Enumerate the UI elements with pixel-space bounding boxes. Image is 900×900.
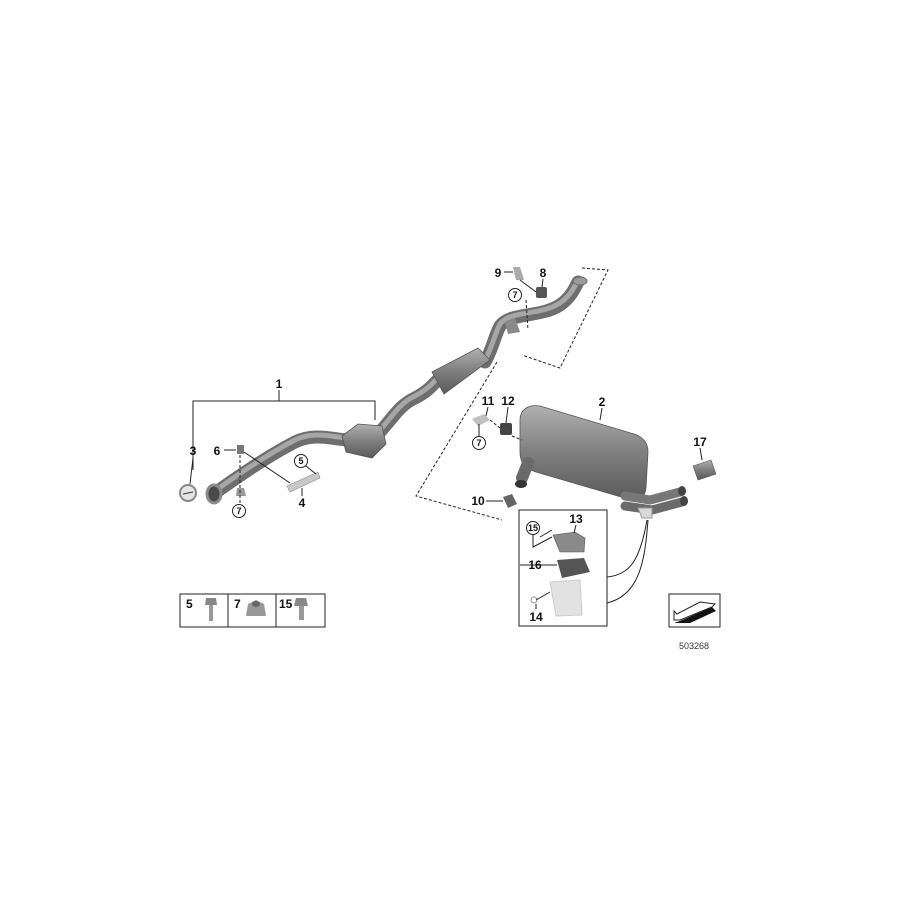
tailpipe-trim-part-17[interactable] [692, 459, 717, 481]
drawing-number: 503268 [679, 641, 709, 651]
legend-label-5[interactable]: 5 [186, 597, 193, 611]
bracket-part-4[interactable] [286, 471, 321, 493]
callout-4[interactable]: 4 [299, 496, 306, 510]
flap-housing [549, 579, 583, 617]
callout-15-circle [526, 521, 540, 535]
orientation-arrow-box [668, 593, 721, 628]
callout-16[interactable]: 16 [528, 558, 542, 572]
legend-label-15[interactable]: 15 [279, 597, 293, 611]
callout-14[interactable]: 14 [529, 610, 543, 624]
callout-7[interactable]: 7 [476, 438, 481, 448]
center-resonator [431, 347, 491, 395]
bolt-icon [294, 598, 308, 620]
callout-13[interactable]: 13 [569, 512, 583, 526]
clamp-part-3[interactable] [179, 484, 197, 502]
fastener-legend: 5 7 15 [179, 593, 326, 628]
rubber-mount-part-6[interactable] [237, 445, 244, 454]
callout-2[interactable]: 2 [599, 395, 606, 409]
callout-15[interactable]: 15 [528, 523, 538, 533]
callout-8[interactable]: 8 [540, 266, 547, 280]
front-pipe-assembly[interactable] [205, 275, 588, 505]
callout-9[interactable]: 9 [495, 266, 502, 280]
callout-7[interactable]: 7 [236, 506, 241, 516]
callout-1[interactable]: 1 [276, 377, 283, 391]
bracket-part-11[interactable] [472, 414, 490, 426]
callout-12[interactable]: 12 [501, 394, 515, 408]
actuator-part-13[interactable] [552, 531, 586, 553]
rubber-mount-part-10[interactable] [503, 494, 517, 508]
callout-5-circle [294, 454, 308, 468]
leader-lines [189, 267, 703, 521]
callout-17[interactable]: 17 [693, 435, 707, 449]
callout-5[interactable]: 5 [298, 456, 303, 466]
callout-3[interactable]: 3 [190, 444, 197, 458]
rubber-mount-part-12[interactable] [500, 423, 512, 435]
pipe-hanger-bracket [505, 318, 520, 334]
callout-7[interactable]: 7 [512, 290, 517, 300]
bracket-part-6 [236, 488, 246, 496]
callout-7-circle [508, 288, 522, 302]
catalytic-converter [341, 423, 387, 459]
bolt-icon [205, 598, 217, 621]
callout-10[interactable]: 10 [471, 494, 485, 508]
arrow-icon [673, 601, 717, 621]
rubber-mount-part-8[interactable] [536, 287, 547, 298]
callout-7-circle [472, 436, 486, 450]
exhaust-flap-mount [637, 507, 653, 519]
callout-11[interactable]: 11 [482, 394, 495, 408]
callout-6[interactable]: 6 [214, 444, 221, 458]
bracket-part-9[interactable] [513, 267, 524, 280]
bracket-part-16[interactable] [557, 558, 590, 578]
nut-icon [246, 600, 266, 616]
callout-7-circle [232, 504, 246, 518]
legend-label-7[interactable]: 7 [234, 597, 241, 611]
detail-box-exhaust-flap [518, 509, 649, 627]
rear-muffler[interactable] [515, 405, 688, 519]
